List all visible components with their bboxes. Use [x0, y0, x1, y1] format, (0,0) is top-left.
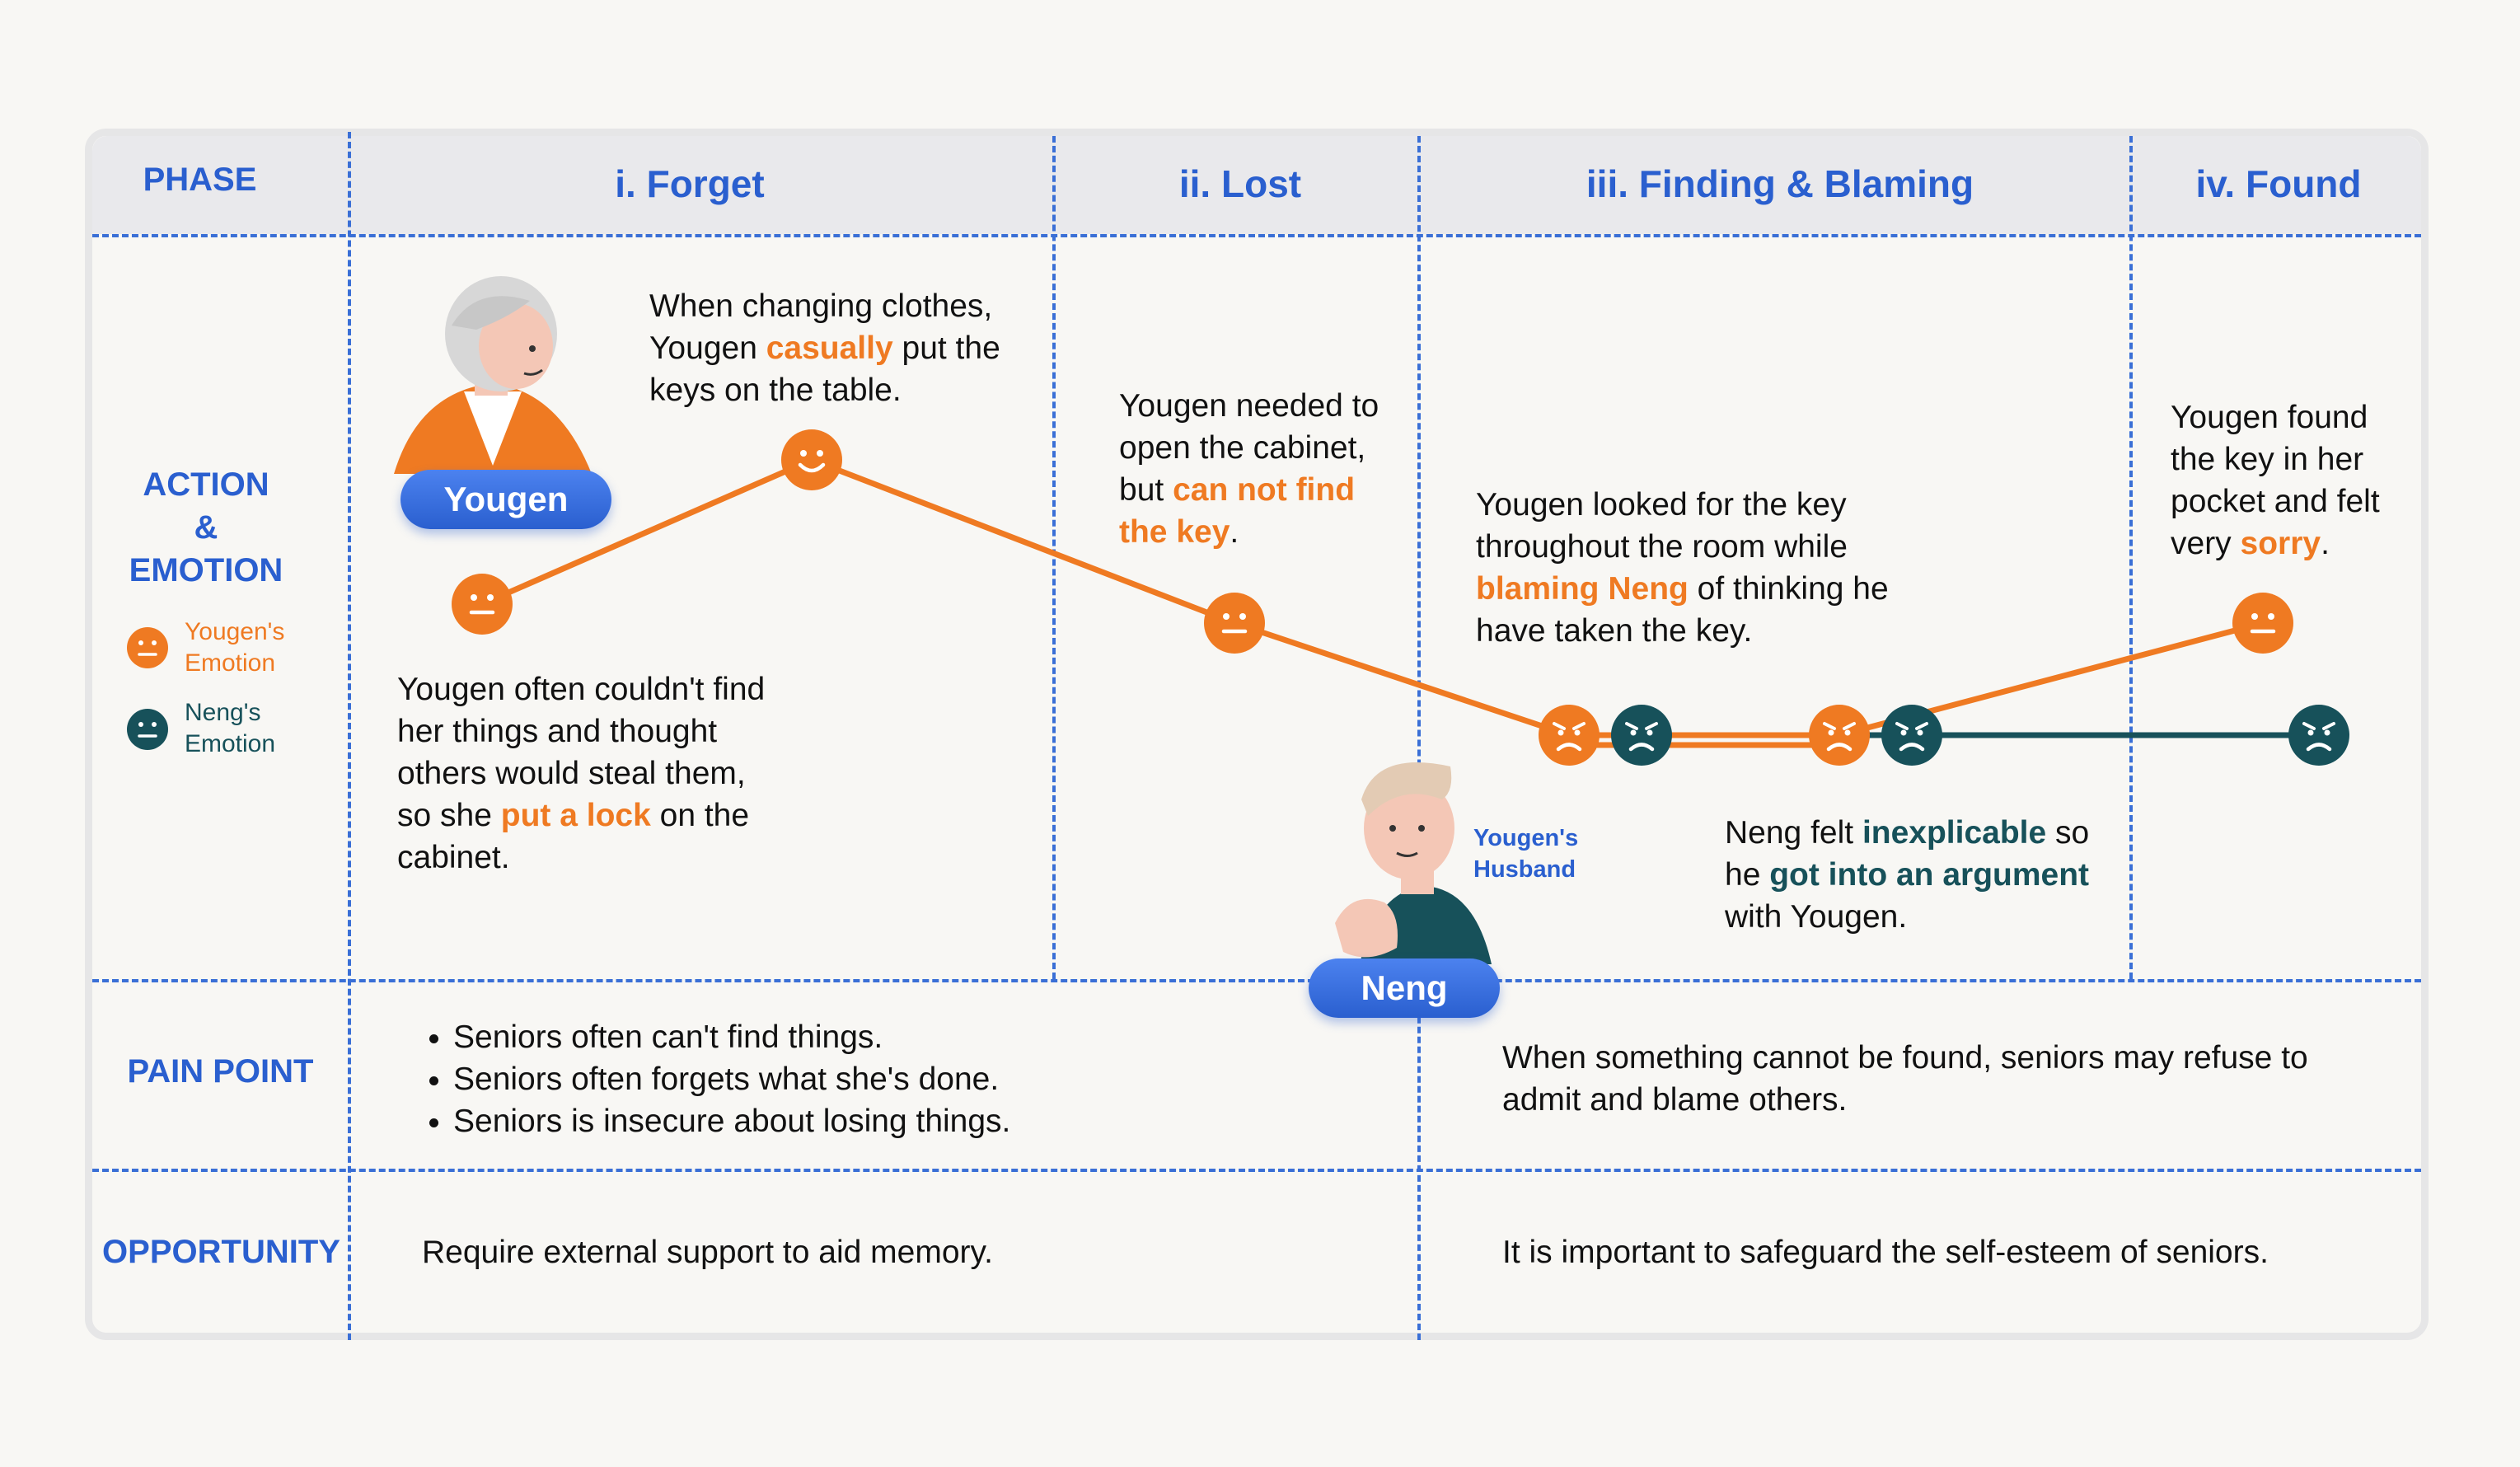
yougen-happy-face-icon [781, 429, 842, 490]
yougen-neutral-face-icon [452, 574, 513, 635]
divider-label-col [348, 132, 351, 1340]
phase-lost: ii. Lost [1178, 162, 1302, 205]
phase-found: iv. Found [2195, 162, 2362, 205]
yougen-angry-face-icon [1809, 705, 1870, 766]
finding-text: Yougen looked for the key throughout the… [1476, 487, 1889, 649]
yougen-neutral-face-icon [2232, 593, 2293, 654]
yougen-emotion-legend: Yougen's Emotion [185, 618, 285, 677]
divider-lost-finding [1417, 136, 1421, 1340]
opportunity-right: It is important to safeguard the self-es… [1502, 1235, 2269, 1270]
found-text: Yougen found the key in her pocket and f… [2171, 400, 2380, 561]
opportunity-left: Require external support to aid memory. [422, 1235, 993, 1270]
action-emotion-label: ACTION & EMOTION [129, 466, 283, 588]
phase-forget: i. Forget [615, 162, 765, 205]
divider-action [92, 979, 2421, 982]
neng-tag: Neng [1309, 958, 1500, 1018]
neng-portrait-icon [1335, 762, 1492, 964]
opportunity-label: OPPORTUNITY [102, 1234, 340, 1270]
yougen-emotion-legend-icon [127, 627, 168, 668]
pain-point-right: When something cannot be found, seniors … [1502, 1040, 2308, 1118]
pain-point-item: Seniors often forgets what she's done. [453, 1058, 1073, 1100]
yougen-neutral-face-icon [1204, 593, 1265, 654]
divider-finding-found [2129, 136, 2133, 979]
yougen-tag: Yougen [400, 470, 611, 529]
neng-angry-face-icon [2288, 705, 2349, 766]
lost-text: Yougen needed to open the cabinet, but c… [1119, 388, 1379, 550]
forget-top-text: When changing clothes, Yougen casually p… [649, 288, 1000, 408]
yougen-angry-face-icon [1539, 705, 1600, 766]
divider-header [92, 234, 2421, 237]
neng-angry-face-icon [1881, 705, 1942, 766]
neng-angry-face-icon [1611, 705, 1672, 766]
yougen-portrait-icon [394, 276, 592, 474]
husband-label: Yougen's Husband [1473, 825, 1579, 883]
phase-label: PHASE [143, 162, 257, 198]
neng-emotion-legend: Neng's Emotion [185, 699, 276, 757]
pain-point-label: PAIN POINT [127, 1053, 314, 1090]
neng-emotion-legend-icon [127, 709, 168, 750]
neng-reaction-text: Neng felt inexplicable so he got into an… [1725, 815, 2090, 935]
pain-point-item: Seniors often can't find things. [453, 1016, 1073, 1058]
divider-pain [92, 1169, 2421, 1172]
header-band [92, 136, 2421, 234]
phase-finding-blaming: iii. Finding & Blaming [1586, 162, 1974, 205]
pain-point-item: Seniors is insecure about losing things. [453, 1100, 1073, 1142]
divider-forget-lost [1052, 136, 1056, 979]
pain-points-left: Seniors often can't find things. Seniors… [414, 1016, 1073, 1142]
forget-bottom-text: Yougen often couldn't find her things an… [397, 672, 766, 875]
